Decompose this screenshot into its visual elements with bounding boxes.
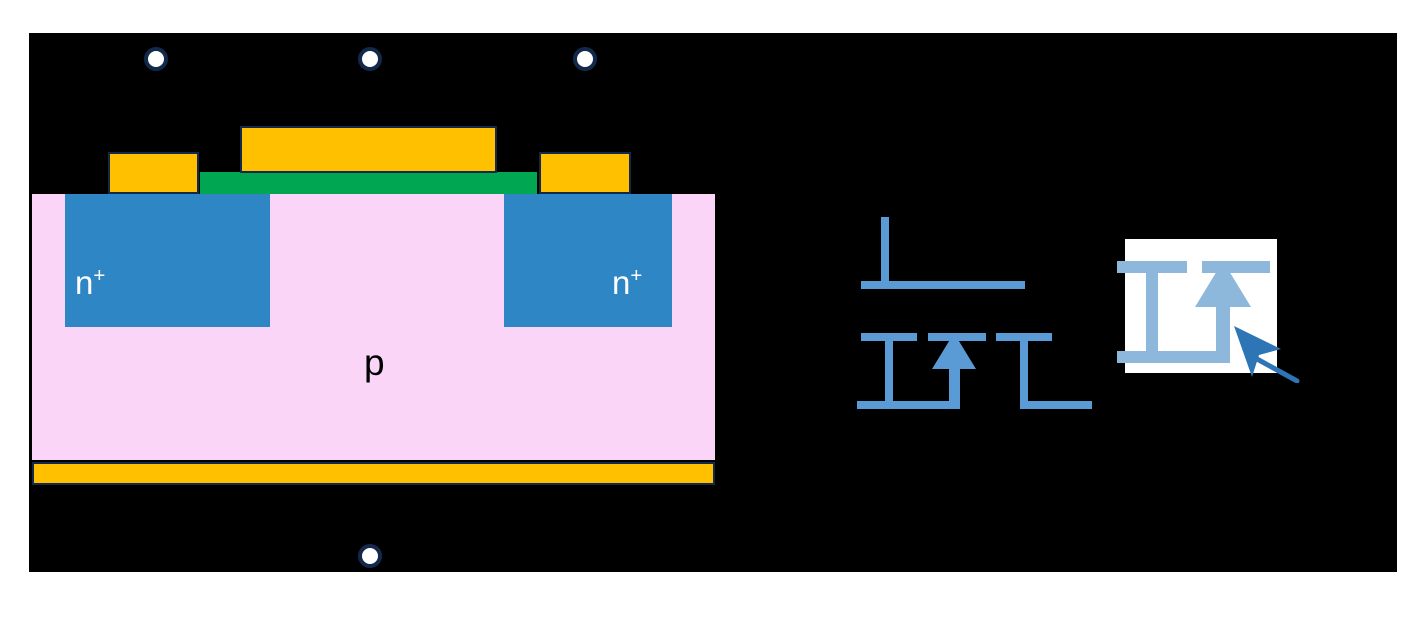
body-metal-contact [32,462,715,485]
symbol-drain-vertical [1020,333,1028,409]
figure-panel: p n+ n+ [29,33,1397,572]
symbol-source-vertical [885,333,893,409]
symbol-drain-lead [1020,401,1092,409]
symbol-source-lead [857,401,953,409]
drain-nplus-label: n+ [612,264,643,301]
source-nplus-superscript: + [93,264,106,287]
source-terminal-contact[interactable] [144,47,168,71]
drain-nplus-superscript: + [630,264,643,287]
gate-oxide-layer [200,172,537,194]
gate-metal-electrode [240,126,497,173]
drain-nplus-region: n+ [504,194,672,327]
gate-terminal-contact[interactable] [358,47,382,71]
source-nplus-label: n+ [75,264,106,301]
symbol-gate-lead [881,217,889,283]
source-nplus-region: n+ [65,194,270,327]
inset-source-vertical [1146,261,1158,363]
inset-body-arrowhead [1195,261,1251,307]
zoom-inset-card [1117,239,1277,373]
symbol-gate-plate [861,281,1025,289]
symbol-body-stem [949,349,960,409]
p-body-label: p [364,342,385,383]
drain-metal-contact [539,152,631,194]
symbol-body-arrowhead [932,333,976,369]
body-terminal-contact[interactable] [358,544,382,568]
source-metal-contact [108,152,199,194]
inset-source-lead [1117,351,1219,363]
drain-terminal-contact[interactable] [573,47,597,71]
